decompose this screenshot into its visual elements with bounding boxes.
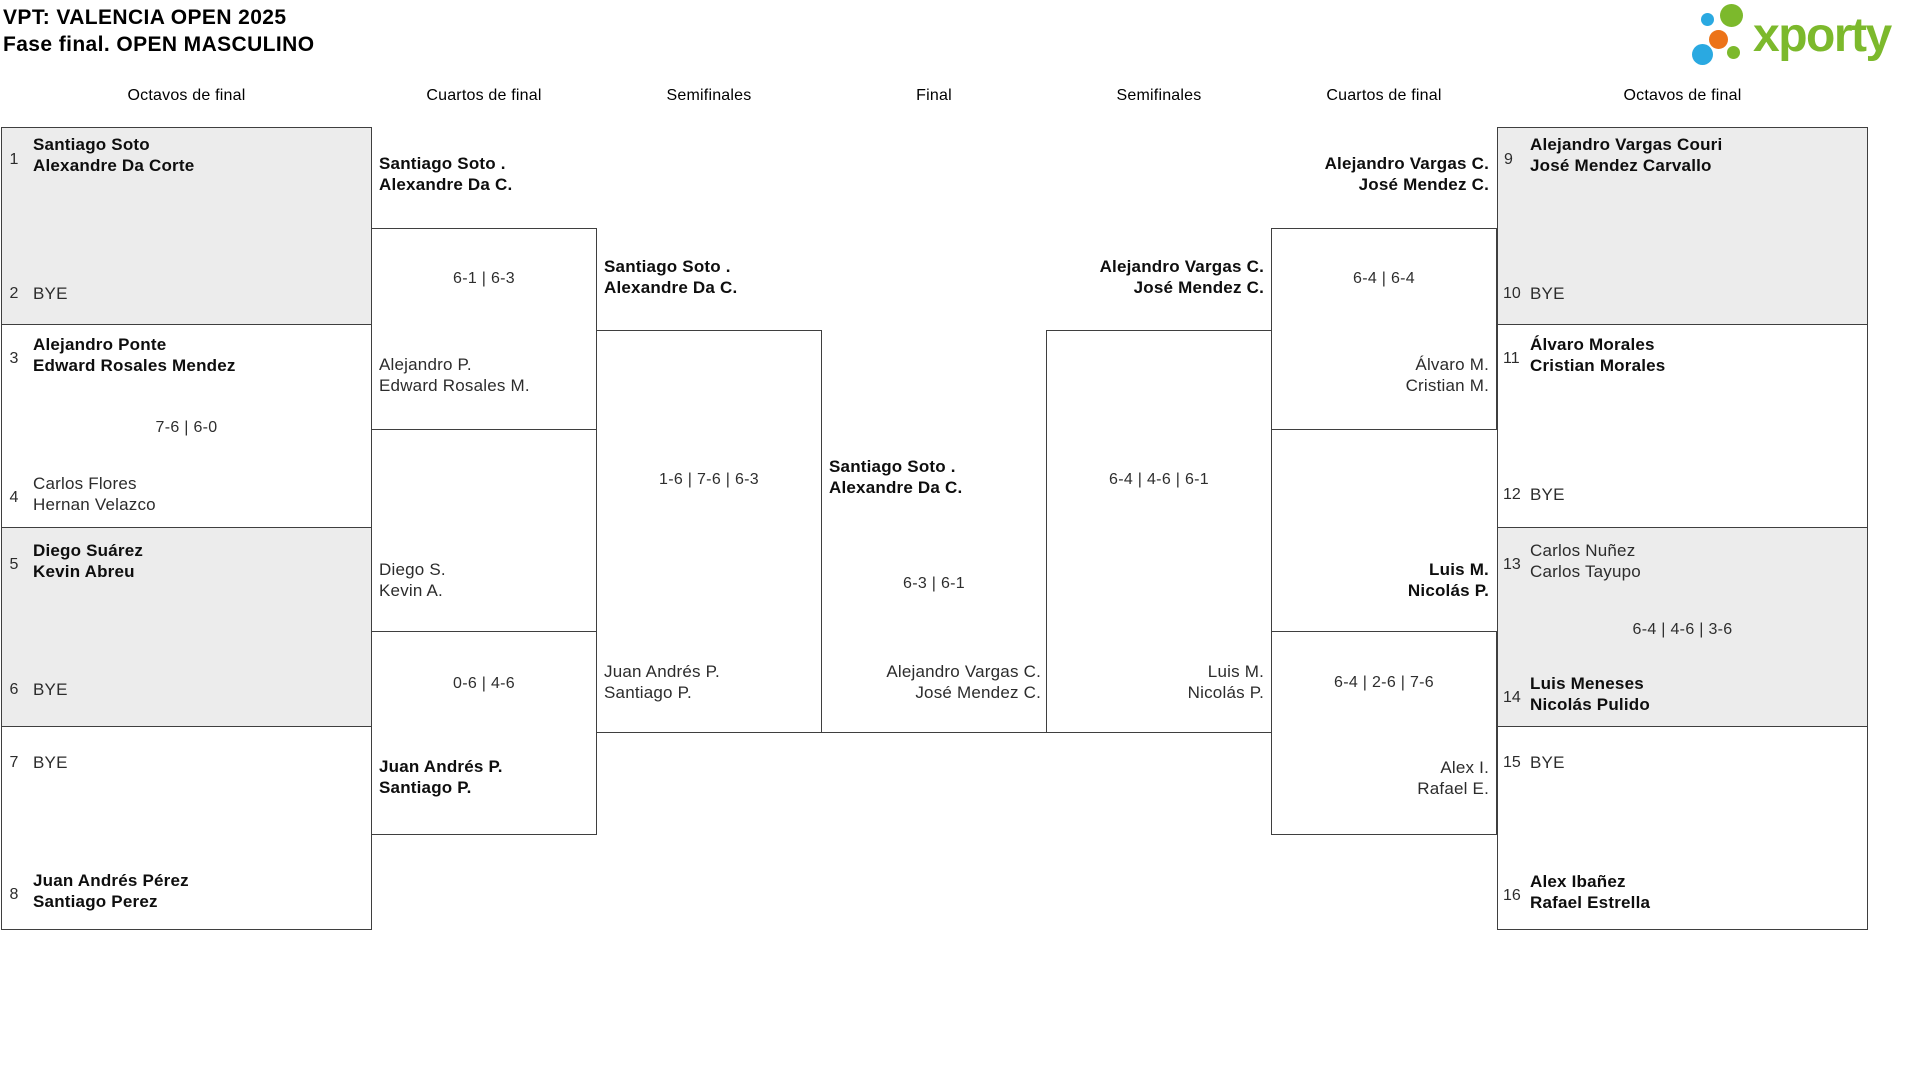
match-box-r16-1[interactable] <box>2 128 371 325</box>
match-score: 6-4 | 2-6 | 7-6 <box>1334 674 1434 691</box>
logo-dot-blue-large <box>1692 44 1713 65</box>
match-box-r16-3[interactable] <box>2 528 371 727</box>
seed-number: 13 <box>1503 556 1521 573</box>
match-box-r16-6[interactable] <box>1498 325 1867 528</box>
seed-number: 2 <box>9 285 19 302</box>
logo-dot-orange <box>1709 30 1728 49</box>
seed-number: 10 <box>1503 285 1521 302</box>
team-bye: BYE <box>1530 284 1565 303</box>
qf-left-2-top-team: Diego S.Kevin A. <box>379 560 446 600</box>
team-bye: BYE <box>33 753 68 772</box>
match-score: 6-4 | 4-6 | 6-1 <box>1109 471 1209 488</box>
round-header-final: Final <box>916 87 952 104</box>
match-score: 7-6 | 6-0 <box>155 419 218 436</box>
seed-number: 11 <box>1503 350 1520 367</box>
team-bye: BYE <box>33 680 68 699</box>
sf-right-winner: Alejandro Vargas C.José Mendez C. <box>1099 257 1264 297</box>
seed-number: 14 <box>1503 689 1521 706</box>
page-title: VPT: VALENCIA OPEN 2025 Fase final. OPEN… <box>3 4 314 58</box>
match-box-qf-right-2[interactable] <box>1271 631 1497 835</box>
qf-right-1-loser: Álvaro M.Cristian M. <box>1405 355 1489 395</box>
match-box-sf-right[interactable] <box>1046 330 1272 733</box>
round-header-semifinales-left: Semifinales <box>666 87 752 104</box>
round-header-cuartos-right: Cuartos de final <box>1326 87 1442 104</box>
match-box-r16-5[interactable] <box>1498 128 1867 325</box>
final-team-left: Santiago Soto .Alexandre Da C. <box>829 457 963 497</box>
match-box-r16-8[interactable] <box>1498 727 1867 929</box>
match-score: 6-4 | 4-6 | 3-6 <box>1632 621 1733 638</box>
seed-number: 4 <box>9 489 19 506</box>
team-bye: BYE <box>1530 485 1565 504</box>
round-header-octavos-right: Octavos de final <box>1623 87 1742 104</box>
logo-dot-blue-small <box>1701 13 1714 26</box>
logo-dot-green-small <box>1727 46 1740 59</box>
seed-number: 5 <box>9 556 19 573</box>
match-box-r16-4[interactable] <box>2 727 371 929</box>
sf-left-loser: Juan Andrés P.Santiago P. <box>604 662 720 702</box>
logo-wordmark: xporty <box>1753 9 1892 62</box>
match-score: 6-4 | 6-4 <box>1353 270 1415 287</box>
match-score: 0-6 | 4-6 <box>453 675 515 692</box>
seed-number: 15 <box>1503 754 1521 771</box>
match-score: 6-3 | 6-1 <box>903 575 965 592</box>
seed-number: 6 <box>9 681 19 698</box>
seed-number: 1 <box>9 151 19 168</box>
match-box-qf-right-1[interactable] <box>1271 228 1497 430</box>
match-box-qf-left-2[interactable] <box>371 631 597 835</box>
octavos-left-column <box>1 127 372 930</box>
seed-number: 12 <box>1503 486 1521 503</box>
match-box-r16-7[interactable] <box>1498 528 1867 727</box>
qf-right-1-winner: Alejandro Vargas C.José Mendez C. <box>1324 154 1489 194</box>
match-box-r16-2[interactable] <box>2 325 371 528</box>
team-bye: BYE <box>33 284 68 303</box>
match-score: 6-1 | 6-3 <box>453 270 515 287</box>
match-score: 1-6 | 7-6 | 6-3 <box>659 471 759 488</box>
seed-number: 7 <box>9 754 19 771</box>
round-header-semifinales-right: Semifinales <box>1116 87 1202 104</box>
sf-right-loser: Luis M.Nicolás P. <box>1187 662 1264 702</box>
phase-name: Fase final. OPEN MASCULINO <box>3 33 315 56</box>
sf-left-winner: Santiago Soto .Alexandre Da C. <box>604 257 738 297</box>
match-box-qf-left-1[interactable] <box>371 228 597 430</box>
octavos-right-column <box>1497 127 1868 930</box>
qf-left-1-winner: Santiago Soto .Alexandre Da C. <box>379 154 513 194</box>
round-header-octavos-left: Octavos de final <box>127 87 246 104</box>
qf-left-2-winner: Juan Andrés P.Santiago P. <box>379 757 503 797</box>
final-team-right: Alejandro Vargas C.José Mendez C. <box>886 662 1041 702</box>
seed-number: 16 <box>1503 887 1521 904</box>
logo-dot-green-large <box>1720 4 1743 27</box>
round-header-cuartos-left: Cuartos de final <box>426 87 542 104</box>
tournament-name: VPT: VALENCIA OPEN 2025 <box>3 6 287 29</box>
qf-right-2-winner: Luis M.Nicolás P. <box>1407 560 1489 600</box>
seed-number: 9 <box>1504 151 1513 168</box>
qf-left-1-loser: Alejandro P.Edward Rosales M. <box>379 355 530 395</box>
team-bye: BYE <box>1530 753 1565 772</box>
seed-number: 8 <box>9 886 19 903</box>
qf-right-2-loser: Alex I.Rafael E. <box>1417 758 1489 798</box>
seed-number: 3 <box>9 350 19 367</box>
